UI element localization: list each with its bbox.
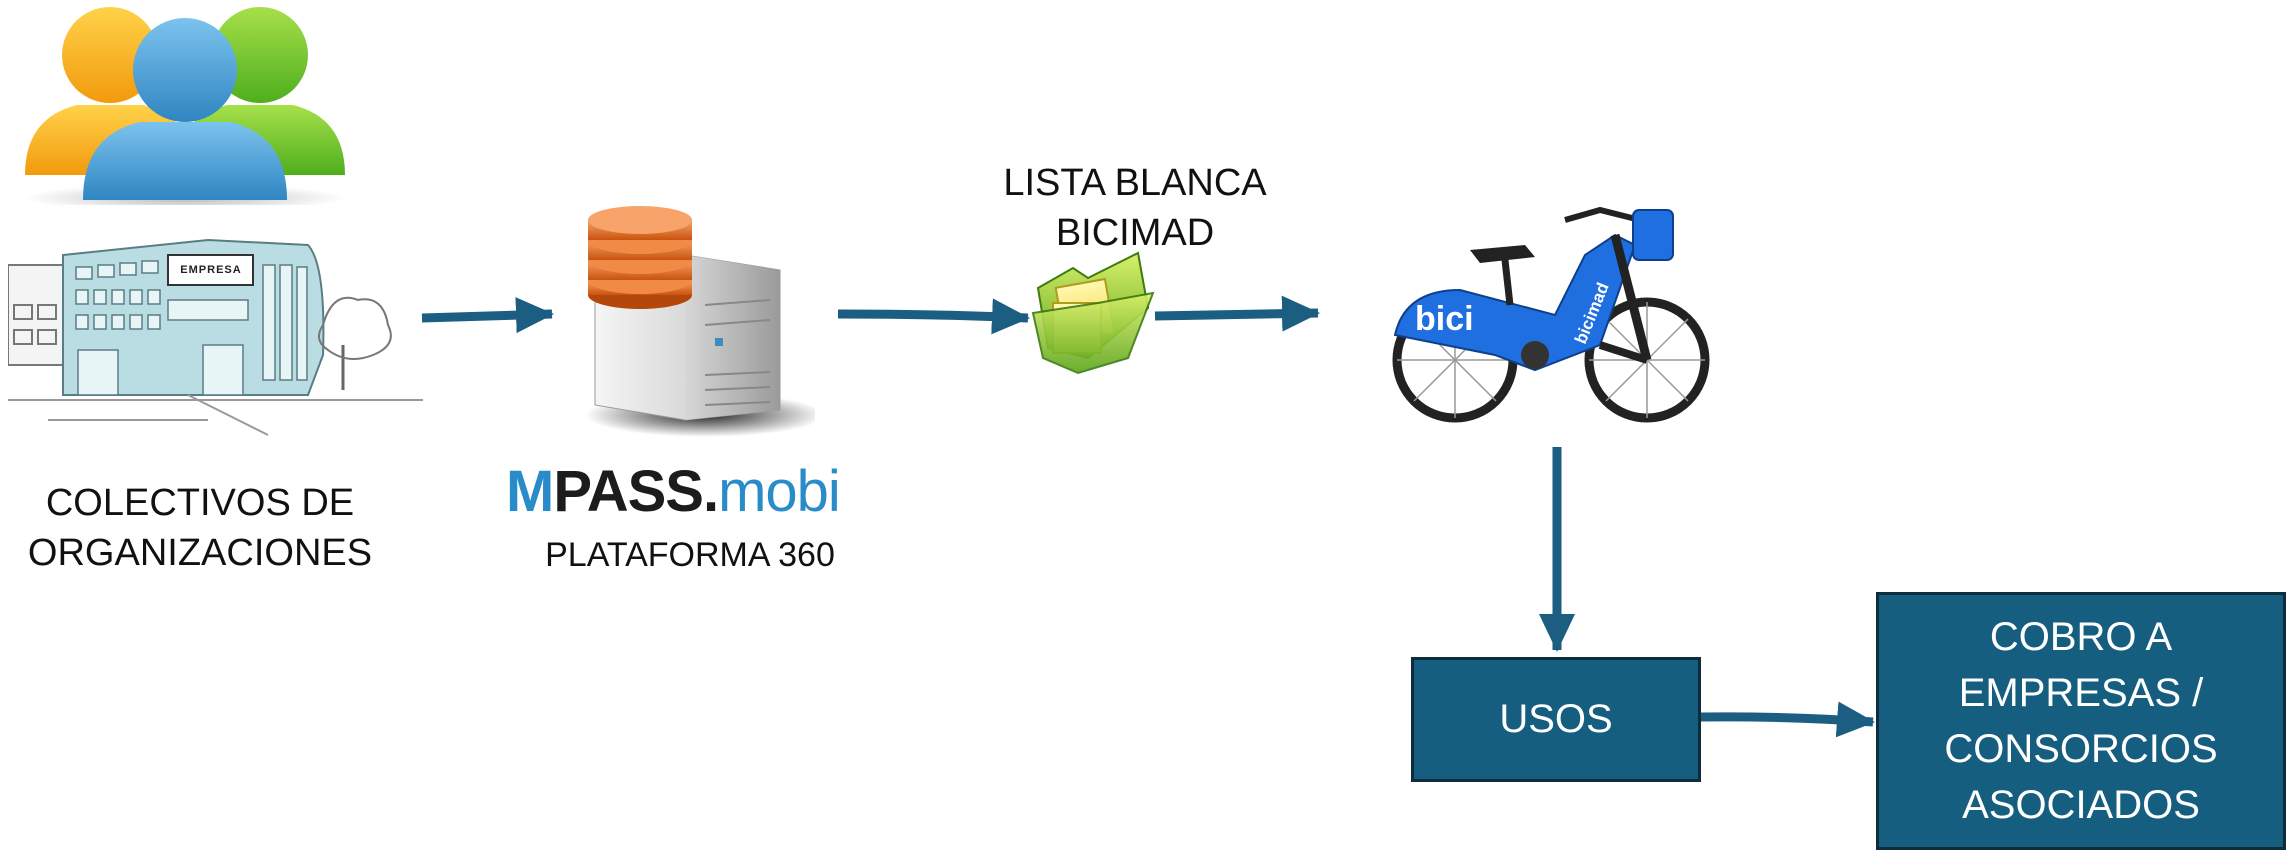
billing-label-line3: CONSORCIOS	[1944, 727, 2218, 771]
arrow-whitelist-to-bike	[1154, 295, 1320, 332]
brand-m: M	[506, 459, 554, 524]
bike-frame-text: bici	[1415, 300, 1474, 338]
building-sign: EMPRESA	[180, 264, 242, 276]
billing-label-line1: COBRO A	[1989, 615, 2173, 659]
arrow-platform-to-whitelist	[837, 298, 1030, 335]
whitelist-label-line1: LISTA BLANCA	[1003, 162, 1267, 204]
whitelist-label: LISTA BLANCA BICIMAD	[980, 158, 1290, 258]
brand-mobi: mobi	[718, 459, 841, 524]
bicycle-icon: bici bicimad	[1392, 206, 1710, 423]
brand-pass: PASS.	[553, 459, 719, 524]
whitelist-label-line2: BICIMAD	[1055, 212, 1215, 254]
database-server-icon	[585, 206, 815, 437]
organizations-label: COLECTIVOS DE ORGANIZACIONES	[0, 478, 400, 578]
billing-label-line4: ASOCIADOS	[1962, 783, 2200, 827]
company-building-illustration	[8, 205, 423, 440]
billing-label-line2: EMPRESAS /	[1958, 671, 2204, 715]
usos-label: USOS	[1499, 697, 1613, 741]
arrow-orgs-to-platform	[421, 297, 554, 334]
people-group-icon	[25, 7, 345, 210]
arrow-usos-to-billing	[1699, 701, 1875, 738]
mpass-logo: MPASS.mobi	[506, 463, 841, 521]
organizations-label-line2: ORGANIZACIONES	[27, 532, 373, 574]
organizations-label-line1: COLECTIVOS DE	[45, 482, 355, 524]
usos-box: USOS	[1411, 657, 1701, 782]
platform-subtitle: PLATAFORMA 360	[545, 536, 835, 574]
billing-box: COBRO A EMPRESAS / CONSORCIOS ASOCIADOS	[1876, 592, 2286, 850]
folder-icon	[1031, 251, 1155, 375]
